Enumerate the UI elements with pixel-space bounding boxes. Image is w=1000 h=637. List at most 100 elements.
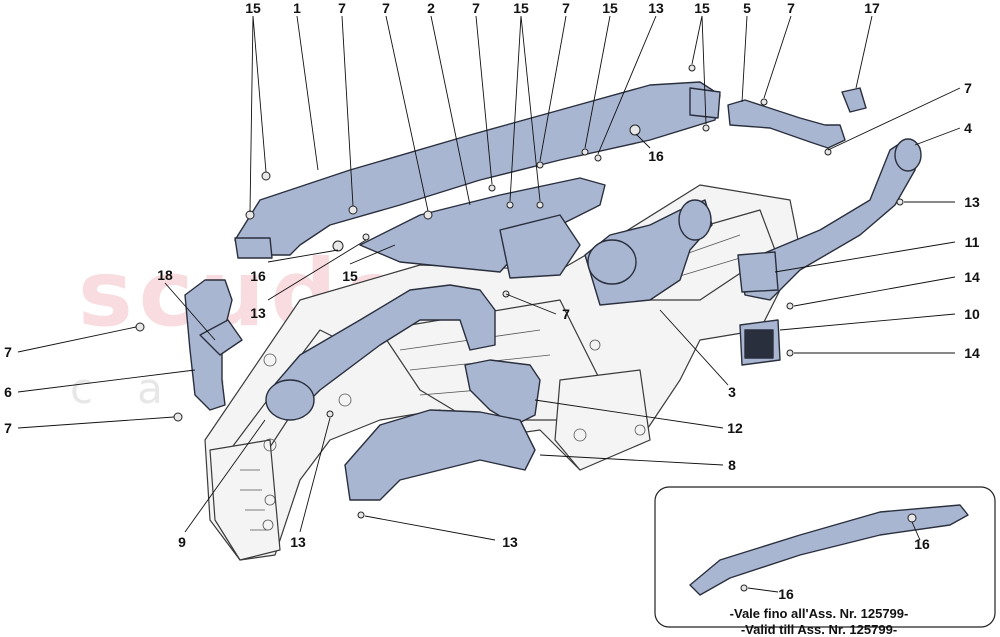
leader-7e [763, 15, 792, 99]
callout-6: 6 [4, 384, 12, 400]
callout-7: 7 [562, 0, 570, 16]
leader-18 [164, 282, 216, 341]
duct-6 [184, 279, 233, 411]
leader-1 [296, 15, 319, 171]
callout-15: 15 [245, 0, 261, 16]
screw-15-d [536, 201, 544, 209]
inset-validity-note-en: -Valid till Ass. Nr. 125799- [740, 622, 898, 637]
callout-18: 18 [157, 267, 173, 283]
callout-13: 13 [648, 0, 664, 16]
nut-16-a [629, 124, 641, 136]
screw-15-b [245, 210, 255, 220]
leader-9 [184, 419, 266, 533]
leader-16d [747, 587, 779, 593]
leader-13c [267, 239, 367, 301]
clip-17 [841, 87, 867, 113]
leader-6 [17, 369, 196, 393]
duct-center-box [499, 214, 581, 279]
leader-16b [267, 249, 339, 263]
outlet-10-opening [744, 329, 774, 359]
duct-12 [464, 359, 541, 426]
screw-13-a [594, 154, 602, 162]
leader-13e [364, 515, 496, 541]
duct-9-opening [265, 379, 315, 421]
screw-7-f [824, 148, 832, 156]
screw-7-b [423, 210, 433, 220]
callout-13: 13 [964, 194, 980, 210]
screw-7-e [760, 98, 768, 106]
leader-15a [249, 15, 267, 213]
leader-15c [584, 15, 611, 149]
callout-13: 13 [250, 305, 266, 321]
leader-2 [430, 15, 471, 206]
duct-8 [344, 409, 536, 501]
callout-15: 15 [513, 0, 529, 16]
screw-13-e [357, 511, 365, 519]
callout-9: 9 [178, 534, 186, 550]
leader-11 [774, 241, 956, 273]
callout-5: 5 [743, 0, 751, 16]
nut-16-c [907, 513, 917, 523]
callout-11: 11 [964, 234, 980, 250]
leader-7f [827, 87, 961, 151]
callout-10: 10 [964, 306, 980, 322]
screw-14-a [786, 302, 794, 310]
leader-14a [793, 276, 956, 307]
leader-7a [341, 15, 354, 207]
callout-13: 13 [290, 534, 306, 550]
screw-7-c [488, 184, 496, 192]
callout-8: 8 [728, 457, 736, 473]
leader-7i [17, 416, 175, 429]
duct-side-right-upper [727, 99, 846, 149]
leader-15b [509, 15, 541, 202]
screw-13-b [896, 198, 904, 206]
callout-16: 16 [914, 536, 930, 552]
screw-14-b [786, 349, 794, 357]
duct-9 [269, 284, 496, 411]
screw-15-g [702, 124, 710, 132]
leader-7h [17, 326, 137, 353]
leader-4 [914, 127, 961, 146]
screw-15-a [261, 171, 271, 181]
duct-3-opening-a [587, 239, 637, 285]
leader-15d [691, 15, 707, 125]
duct-4-opening [894, 138, 922, 172]
screw-15-e [581, 148, 589, 156]
callout-1: 1 [293, 0, 301, 16]
leader-5 [741, 15, 748, 103]
callout-7: 7 [4, 420, 12, 436]
leader-8 [539, 454, 724, 466]
duct-main-outlet-left [234, 237, 273, 259]
callout-15: 15 [694, 0, 710, 16]
leader-13a [597, 15, 657, 155]
callout-16: 16 [250, 268, 266, 284]
callout-13: 13 [502, 534, 518, 550]
nut-16-b [332, 240, 344, 252]
callout-15: 15 [342, 268, 358, 284]
callout-7: 7 [382, 0, 390, 16]
leader-17 [855, 15, 873, 89]
leader-12 [534, 399, 724, 429]
inset-validity-note-it: -Vale fino all'Ass. Nr. 125799- [729, 606, 909, 621]
screw-7-d [536, 161, 544, 169]
callout-7: 7 [472, 0, 480, 16]
leader-7d [539, 15, 567, 162]
frame-center-leg [554, 369, 651, 471]
bracket-18 [199, 319, 243, 356]
callout-4: 4 [964, 120, 972, 136]
duct-3-opening-b [678, 199, 712, 241]
screw-13-c [362, 233, 370, 241]
screw-7-h [135, 322, 145, 332]
callout-7: 7 [787, 0, 795, 16]
screw-13-d [326, 410, 334, 418]
callout-7: 7 [562, 306, 570, 322]
duct-center-vent [359, 177, 606, 273]
callout-7: 7 [964, 80, 972, 96]
callout-14: 14 [964, 269, 980, 285]
callout-7: 7 [4, 344, 12, 360]
callout-3: 3 [728, 384, 736, 400]
leader-7b [385, 15, 429, 212]
inset-box [654, 486, 996, 628]
